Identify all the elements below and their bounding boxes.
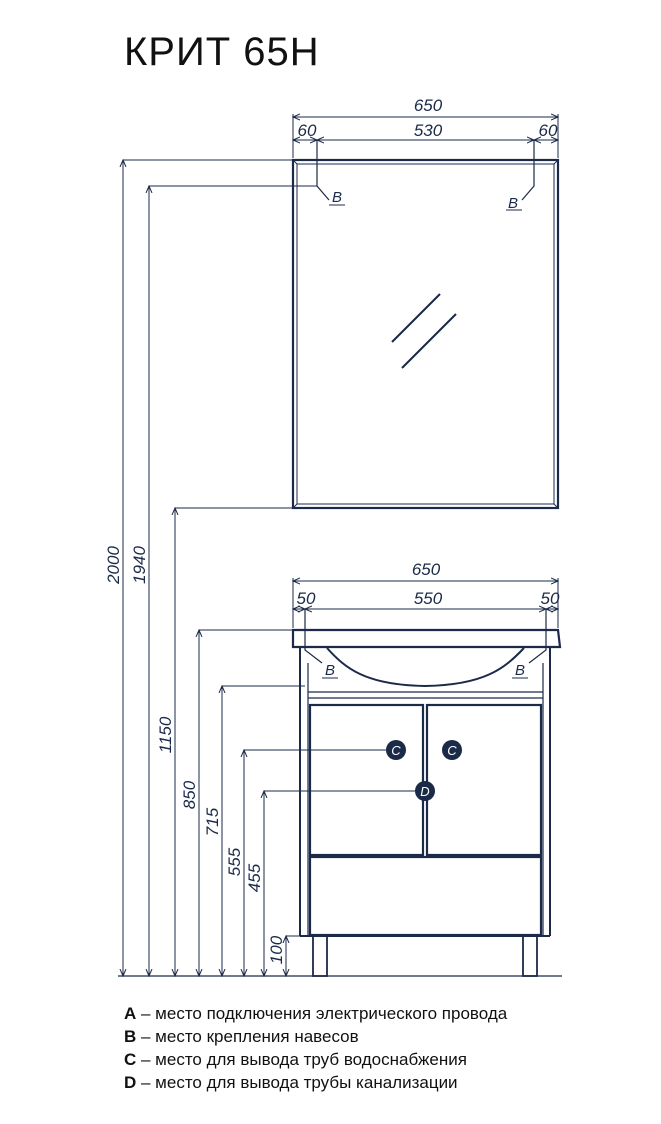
height-label-1150: 1150: [156, 716, 175, 753]
mirror-dimensions: [293, 114, 558, 158]
marker-d-label: D: [420, 784, 429, 799]
legend-text: – место для вывода трубы канализации: [136, 1073, 458, 1092]
height-label-555: 555: [225, 847, 244, 876]
cabinet-right-offset-label: 50: [541, 589, 560, 608]
legend-row-d: D – место для вывода трубы канализации: [124, 1071, 507, 1094]
legend-text: – место крепления навесов: [136, 1027, 359, 1046]
legend-key: C: [124, 1050, 137, 1069]
height-label-100: 100: [267, 935, 286, 964]
legend-text: – место для вывода труб водоснабжения: [136, 1050, 467, 1069]
marker-c-right-label: C: [447, 743, 457, 758]
mirror: [291, 140, 560, 510]
mirror-left-offset-label: 60: [298, 121, 317, 140]
cabinet-mark-left: B: [325, 662, 335, 679]
legend: A – место подключения электрического про…: [124, 1002, 507, 1094]
door-left: [308, 703, 425, 857]
legend-row-b: B – место крепления навесов: [124, 1025, 507, 1048]
legend-key: B: [124, 1027, 137, 1046]
leg-left: [312, 935, 328, 977]
mirror-frame-inner: [296, 163, 555, 505]
legend-row-c: C – место для вывода труб водоснабжения: [124, 1048, 507, 1071]
height-dimensions: [123, 160, 415, 976]
marker-d: [415, 781, 435, 801]
marker-c-left: [386, 740, 406, 760]
mirror-glare-icon: [391, 293, 457, 369]
mirror-mark-right: B: [508, 195, 518, 212]
legend-key: D: [124, 1073, 137, 1092]
legend-text: – место подключения электрического прово…: [136, 1004, 508, 1023]
sink-bowl: [326, 647, 525, 688]
drawer: [308, 855, 543, 937]
sink-top: [291, 628, 562, 649]
marker-c-right: [442, 740, 462, 760]
height-label-715: 715: [203, 807, 222, 836]
door-right: [425, 703, 543, 857]
legend-key: A: [124, 1004, 137, 1023]
mirror-width-label: 650: [414, 96, 443, 115]
mirror-center-label: 530: [414, 121, 443, 140]
page-title: КРИТ 65Н: [124, 30, 320, 74]
mirror-right-offset-label: 60: [539, 121, 558, 140]
mirror-frame-outer: [291, 158, 560, 510]
leg-right: [522, 935, 538, 977]
height-label-2000: 2000: [104, 546, 123, 585]
cabinet-width-label: 650: [412, 560, 441, 579]
legend-row-a: A – место подключения электрического про…: [124, 1002, 507, 1025]
pipe-markers: C C D: [386, 740, 462, 801]
cabinet-mark-right: B: [515, 662, 525, 679]
height-label-455: 455: [245, 863, 264, 892]
height-label-850: 850: [180, 780, 199, 809]
marker-c-left-label: C: [391, 743, 401, 758]
cabinet-left-offset-label: 50: [297, 589, 316, 608]
cabinet-center-label: 550: [414, 589, 443, 608]
mirror-mark-left: B: [332, 189, 342, 206]
cabinet-dimensions: [293, 578, 558, 628]
height-label-1940: 1940: [130, 546, 149, 584]
vanity-cabinet: [118, 609, 562, 977]
